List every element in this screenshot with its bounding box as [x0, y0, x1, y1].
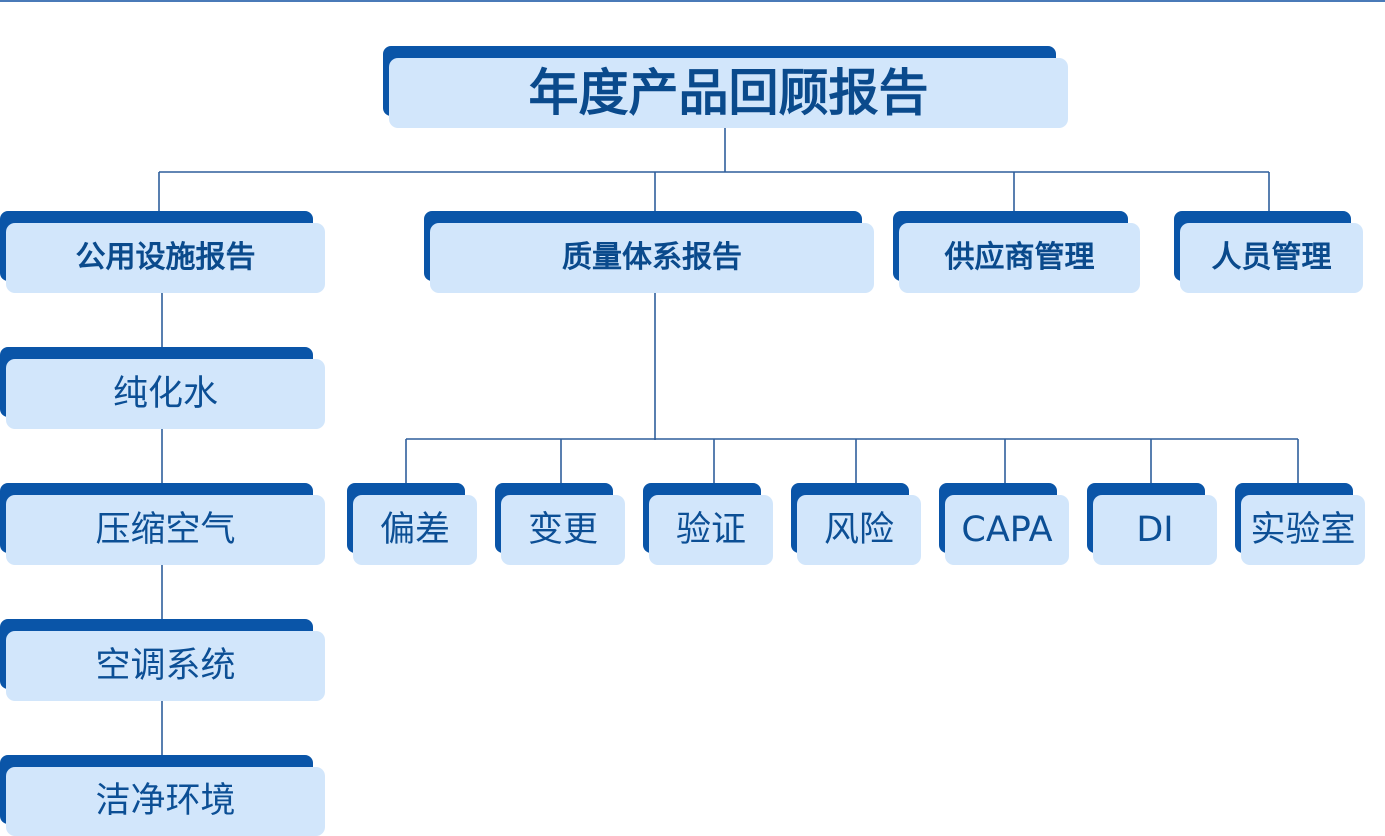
node-label: 验证 — [649, 495, 773, 565]
node-di: DI — [1087, 483, 1217, 565]
node-label: 供应商管理 — [899, 223, 1140, 293]
node-label: 风险 — [797, 495, 921, 565]
node-label: 偏差 — [353, 495, 477, 565]
node-capa: CAPA — [939, 483, 1069, 565]
node-change: 变更 — [495, 483, 625, 565]
node-validation: 验证 — [643, 483, 773, 565]
node-deviation: 偏差 — [347, 483, 477, 565]
node-purified-water: 纯化水 — [0, 347, 325, 429]
node-compressed-air: 压缩空气 — [0, 483, 325, 565]
node-label: DI — [1093, 495, 1217, 565]
node-hvac-system: 空调系统 — [0, 619, 325, 701]
top-rule — [0, 0, 1385, 2]
node-label: 洁净环境 — [6, 767, 325, 836]
node-label: CAPA — [945, 495, 1069, 565]
node-supplier-management: 供应商管理 — [893, 211, 1140, 293]
node-label: 纯化水 — [6, 359, 325, 429]
node-risk: 风险 — [791, 483, 921, 565]
node-label: 变更 — [501, 495, 625, 565]
root-title: 年度产品回顾报告 — [389, 58, 1068, 128]
node-label: 公用设施报告 — [6, 223, 325, 293]
node-label: 质量体系报告 — [430, 223, 874, 293]
node-label: 人员管理 — [1180, 223, 1363, 293]
node-label: 实验室 — [1241, 495, 1365, 565]
node-clean-environment: 洁净环境 — [0, 755, 325, 836]
node-quality-system-report: 质量体系报告 — [424, 211, 874, 293]
root-node: 年度产品回顾报告 — [383, 46, 1068, 128]
node-personnel-management: 人员管理 — [1174, 211, 1363, 293]
node-label: 压缩空气 — [6, 495, 325, 565]
node-laboratory: 实验室 — [1235, 483, 1365, 565]
node-label: 空调系统 — [6, 631, 325, 701]
node-utilities-report: 公用设施报告 — [0, 211, 325, 293]
